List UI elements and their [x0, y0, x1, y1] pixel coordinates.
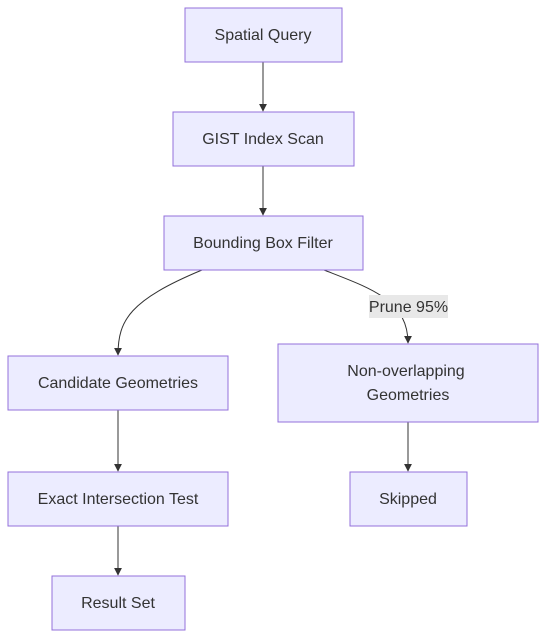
node-gist-index-scan-label: GIST Index Scan [202, 131, 324, 148]
node-bounding-box-filter-label: Bounding Box Filter [193, 235, 333, 252]
node-candidate-geometries-label: Candidate Geometries [38, 375, 198, 392]
node-non-overlapping-label-line1: Non-overlapping [347, 363, 464, 380]
node-gist-index-scan: GIST Index Scan [172, 111, 355, 167]
node-skipped-label: Skipped [379, 491, 437, 508]
edge-bounding-box-to-candidate [114, 269, 203, 356]
node-non-overlapping-label-line2: Geometries [367, 387, 450, 404]
node-spatial-query-label: Spatial Query [215, 27, 312, 44]
edge-label-background [369, 295, 448, 318]
node-candidate-geometries: Candidate Geometries [7, 355, 229, 411]
node-exact-intersection-test: Exact Intersection Test [7, 471, 229, 527]
node-bounding-box-filter: Bounding Box Filter [163, 215, 364, 271]
node-skipped: Skipped [349, 471, 468, 527]
node-non-overlapping-geometries: Non-overlapping Geometries [277, 343, 539, 423]
edge-label-prune: Prune 95% [369, 295, 448, 318]
node-exact-intersection-test-label: Exact Intersection Test [38, 491, 199, 508]
node-spatial-query: Spatial Query [184, 7, 343, 63]
edge-label-prune-text: Prune 95% [369, 299, 448, 316]
node-result-set-label: Result Set [81, 595, 155, 612]
edges [114, 62, 412, 576]
node-result-set: Result Set [51, 575, 186, 631]
